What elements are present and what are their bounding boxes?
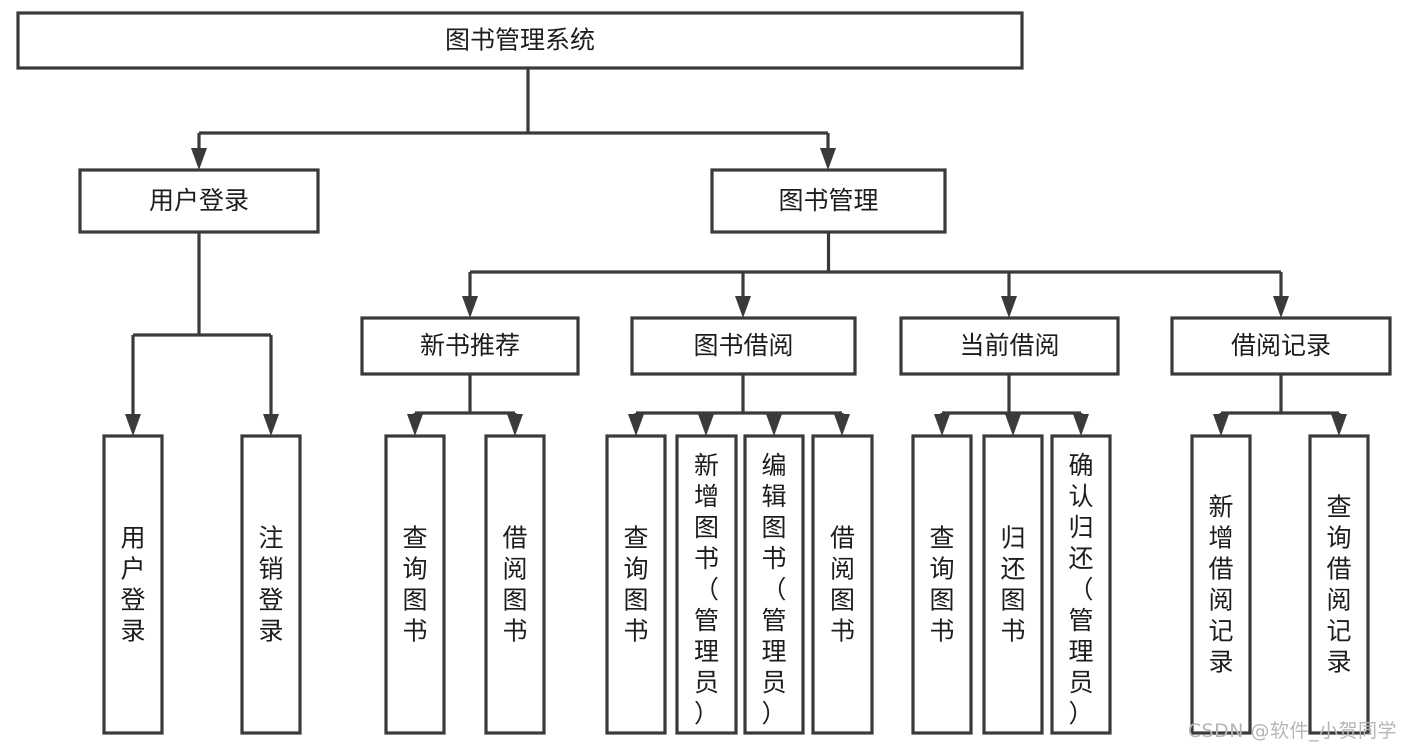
node-label: 新增图书（管理员）: [694, 451, 719, 728]
node-leaf-query-record[interactable]: 查询借阅记录: [1308, 434, 1370, 735]
node-book-management[interactable]: 图书管理: [710, 168, 947, 234]
node-box[interactable]: [102, 434, 164, 735]
node-current-borrow[interactable]: 当前借阅: [899, 316, 1120, 376]
node-label: 借阅记录: [1231, 331, 1331, 360]
node-new-book-recommend[interactable]: 新书推荐: [360, 316, 580, 376]
node-leaf-add-record[interactable]: 新增借阅记录: [1190, 434, 1252, 735]
node-label: 编辑图书（管理员）: [761, 451, 786, 728]
node-box[interactable]: [911, 434, 973, 735]
node-borrow-record[interactable]: 借阅记录: [1170, 316, 1392, 376]
arrow-head: [834, 414, 850, 436]
node-label: 借阅图书: [502, 524, 527, 646]
csdn-watermark: CSDN @软件_小贺同学: [1187, 720, 1397, 742]
node-leaf-return-book[interactable]: 归还图书: [982, 434, 1044, 735]
arrow-head: [1005, 414, 1021, 436]
arrow-head: [735, 296, 751, 318]
node-box[interactable]: [899, 316, 1120, 376]
node-label: 查询借阅记录: [1326, 493, 1351, 677]
arrow-head: [766, 414, 782, 436]
node-leaf-confirm-return[interactable]: 确认归还（管理员）: [1050, 434, 1112, 735]
node-label: 图书管理系统: [445, 26, 595, 55]
node-label: 用户登录: [149, 186, 249, 215]
node-label: 注销登录: [258, 524, 283, 646]
node-box[interactable]: [78, 168, 320, 234]
node-box[interactable]: [240, 434, 302, 735]
node-leaf-add-book[interactable]: 新增图书（管理员）: [675, 434, 738, 735]
node-layer: 图书管理系统用户登录图书管理新书推荐图书借阅当前借阅借阅记录用户登录注销登录查询…: [16, 11, 1392, 735]
arrow-head: [191, 148, 207, 170]
node-box[interactable]: [605, 434, 667, 735]
node-box[interactable]: [630, 316, 857, 376]
node-label: 归还图书: [1000, 524, 1025, 646]
arrow-head: [698, 414, 714, 436]
node-root[interactable]: 图书管理系统: [16, 11, 1024, 70]
node-box[interactable]: [1190, 434, 1252, 735]
node-box[interactable]: [16, 11, 1024, 70]
arrow-head: [263, 414, 279, 436]
node-user-login[interactable]: 用户登录: [78, 168, 320, 234]
arrow-head: [125, 414, 141, 436]
node-label: 查询图书: [623, 524, 648, 646]
node-book-borrow[interactable]: 图书借阅: [630, 316, 857, 376]
node-box[interactable]: [1170, 316, 1392, 376]
node-box[interactable]: [710, 168, 947, 234]
arrow-head: [462, 296, 478, 318]
node-label: 图书借阅: [693, 331, 793, 360]
arrow-head: [934, 414, 950, 436]
node-box[interactable]: [1050, 434, 1112, 735]
arrow-head: [1213, 414, 1229, 436]
node-leaf-borrow-book-1[interactable]: 借阅图书: [484, 434, 546, 735]
node-box[interactable]: [484, 434, 546, 735]
node-label: 查询图书: [929, 524, 954, 646]
node-label: 确认归还（管理员）: [1068, 451, 1093, 728]
node-leaf-user-login[interactable]: 用户登录: [102, 434, 164, 735]
node-box[interactable]: [1308, 434, 1370, 735]
node-leaf-query-book-2[interactable]: 查询图书: [605, 434, 667, 735]
arrow-head: [507, 414, 523, 436]
node-leaf-edit-book[interactable]: 编辑图书（管理员）: [743, 434, 805, 735]
node-label: 图书管理: [778, 186, 878, 215]
arrow-head: [628, 414, 644, 436]
arrow-head: [1001, 296, 1017, 318]
node-leaf-logout[interactable]: 注销登录: [240, 434, 302, 735]
connector-layer: [125, 68, 1347, 436]
node-leaf-query-book-3[interactable]: 查询图书: [911, 434, 973, 735]
node-box[interactable]: [982, 434, 1044, 735]
arrow-head: [820, 148, 836, 170]
node-leaf-borrow-book-2[interactable]: 借阅图书: [811, 434, 874, 735]
node-label: 当前借阅: [959, 331, 1059, 360]
node-box[interactable]: [360, 316, 580, 376]
arrow-head: [1073, 414, 1089, 436]
arrow-head: [1331, 414, 1347, 436]
node-box[interactable]: [743, 434, 805, 735]
node-label: 查询图书: [402, 524, 427, 646]
node-box[interactable]: [384, 434, 446, 735]
arrow-head: [1273, 296, 1289, 318]
arrow-head: [407, 414, 423, 436]
node-label: 新书推荐: [420, 331, 520, 360]
node-box[interactable]: [675, 434, 738, 735]
node-label: 新增借阅记录: [1208, 493, 1233, 677]
node-label: 借阅图书: [830, 524, 855, 646]
node-leaf-query-book-1[interactable]: 查询图书: [384, 434, 446, 735]
node-box[interactable]: [811, 434, 874, 735]
node-label: 用户登录: [120, 524, 145, 646]
